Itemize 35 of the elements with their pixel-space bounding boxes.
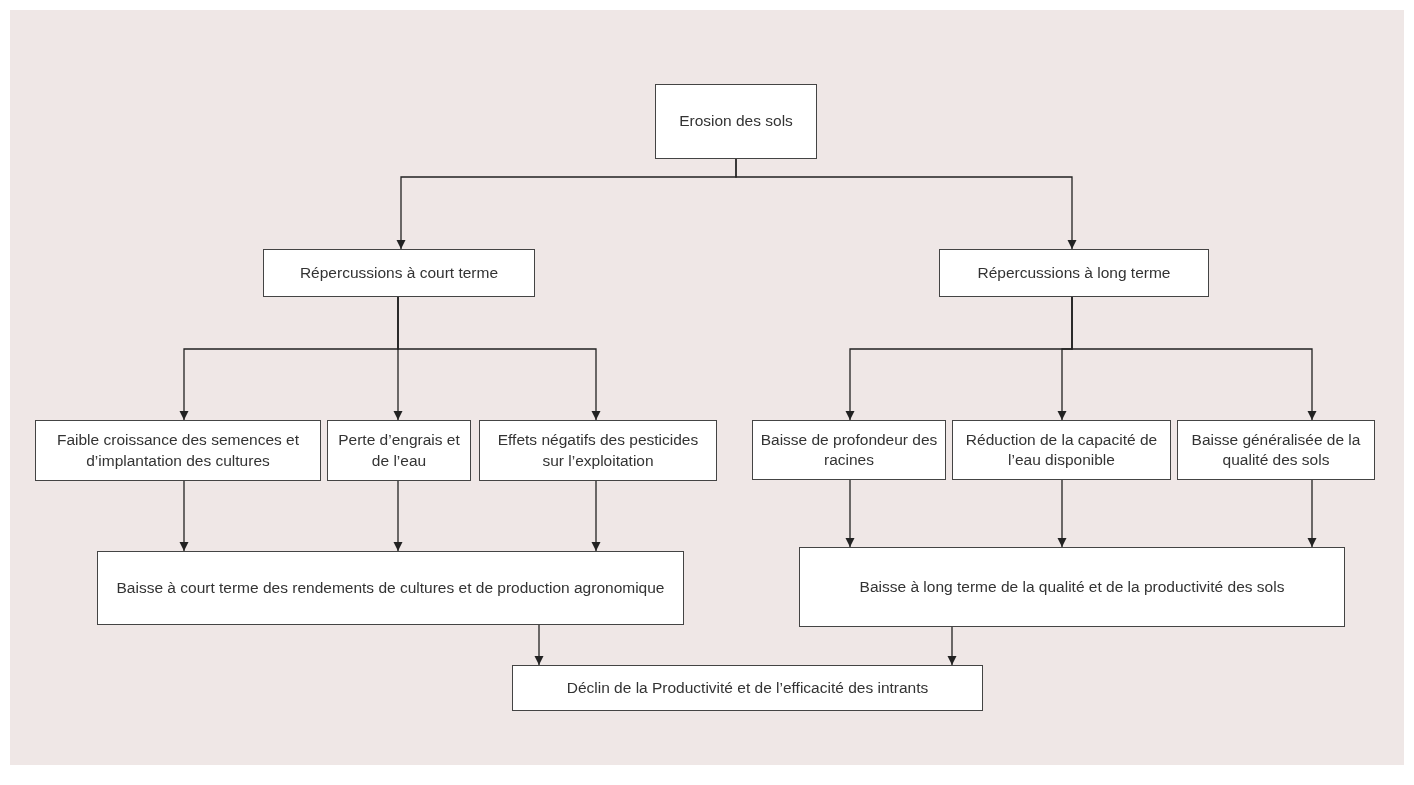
process-box [327, 420, 471, 481]
box-label: Perte d’engrais et de l’eau [337, 430, 461, 471]
box-label: Baisse à long terme de la qualité et de la productivité des sols [859, 576, 1285, 597]
arrow [591, 480, 601, 552]
process-box [939, 249, 1209, 297]
box-label: Déclin de la Productivité et de l’efficacité des intrants [566, 677, 929, 698]
box-label: Erosion des sols [679, 111, 793, 132]
process-box [952, 420, 1171, 480]
process-box [1177, 420, 1375, 480]
process-box [752, 420, 946, 480]
process-box [35, 420, 321, 481]
box-label: Faible croissance des semences et d’implantation des cultures [55, 430, 301, 471]
process-box [479, 420, 717, 481]
arrow [947, 626, 957, 666]
box-label: Répercussions à long terme [977, 262, 1171, 283]
box-label: Réduction de la capacité de l’eau disponible [964, 429, 1159, 470]
arrow [1057, 479, 1067, 548]
arrow [534, 624, 544, 666]
process-box [655, 84, 817, 159]
process-box [799, 547, 1345, 627]
process-box [512, 665, 983, 711]
process-box [263, 249, 535, 297]
box-label: Baisse généralisée de la qualité des sols [1190, 429, 1362, 470]
arrow [735, 158, 1077, 250]
arrow [1307, 479, 1317, 548]
box-label: Effets négatifs des pesticides sur l’exploitation [496, 430, 700, 471]
arrow [397, 296, 601, 421]
box-label: Baisse de profondeur des racines [759, 429, 939, 470]
arrow [1071, 296, 1317, 421]
process-box [97, 551, 684, 625]
box-label: Répercussions à court terme [299, 262, 499, 283]
box-label: Baisse à court terme des rendements de cultures et de production agronomique [116, 577, 665, 598]
arrow [845, 479, 855, 548]
arrow [179, 480, 189, 552]
arrow [393, 480, 403, 552]
